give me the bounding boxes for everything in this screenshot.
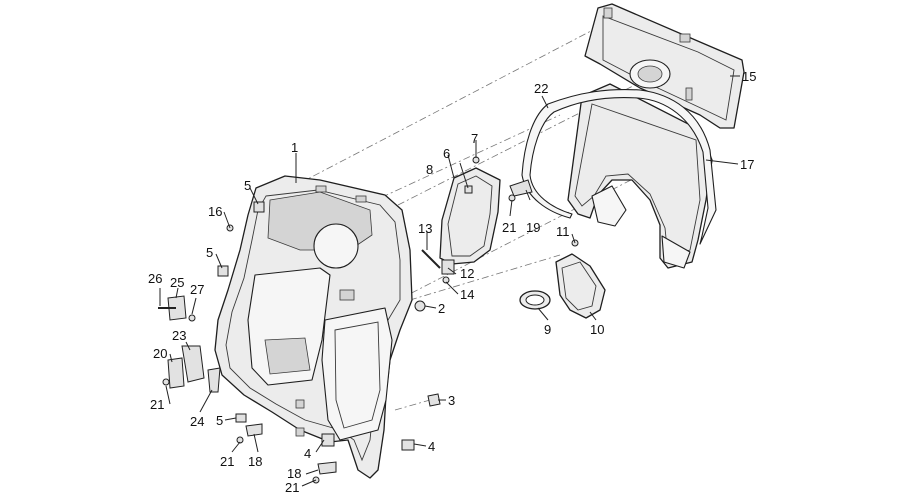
callout-8: 8 xyxy=(426,162,433,177)
part-10-bracket xyxy=(555,253,606,319)
callout-9: 9 xyxy=(544,322,551,337)
callout-23: 23 xyxy=(172,328,186,343)
callout-19: 19 xyxy=(526,220,540,235)
part-17-inner-shell xyxy=(567,83,713,269)
callout-20: 20 xyxy=(153,346,167,361)
callout-27: 27 xyxy=(190,282,204,297)
callout-15: 15 xyxy=(742,69,756,84)
callout-5: 5 xyxy=(206,245,213,260)
callout-18: 18 xyxy=(248,454,262,469)
callout-22: 22 xyxy=(534,81,548,96)
callout-6: 6 xyxy=(443,146,450,161)
callout-26: 26 xyxy=(148,271,162,286)
callout-12: 12 xyxy=(460,266,474,281)
callout-5: 5 xyxy=(244,178,251,193)
callout-1: 1 xyxy=(291,140,298,155)
part-1-front-shield xyxy=(214,175,413,479)
callout-3: 3 xyxy=(448,393,455,408)
part-6-cover-plate xyxy=(439,167,501,265)
callout-4: 4 xyxy=(304,446,311,461)
leader-lines xyxy=(159,75,740,487)
callout-11: 11 xyxy=(556,224,570,239)
callout-10: 10 xyxy=(590,322,604,337)
callout-2: 2 xyxy=(438,301,445,316)
callout-14: 14 xyxy=(460,287,474,302)
callout-labels: 1 2 3 4 4 5 5 5 6 7 8 9 10 11 12 13 14 1… xyxy=(148,69,756,494)
callout-25: 25 xyxy=(170,275,184,290)
callout-16: 16 xyxy=(208,204,222,219)
callout-24: 24 xyxy=(190,414,204,429)
callout-21: 21 xyxy=(285,480,299,494)
callout-4: 4 xyxy=(428,439,435,454)
part-9-grommet xyxy=(519,290,551,310)
part-22-seal-strip xyxy=(521,88,717,245)
callout-13: 13 xyxy=(418,221,432,236)
part-15-rear-panel xyxy=(584,3,745,129)
callout-21: 21 xyxy=(220,454,234,469)
callout-18: 18 xyxy=(287,466,301,481)
callout-21: 21 xyxy=(502,220,516,235)
callout-5: 5 xyxy=(216,413,223,428)
callout-21: 21 xyxy=(150,397,164,412)
hardware-parts xyxy=(158,156,579,484)
callout-7: 7 xyxy=(471,131,478,146)
callout-17: 17 xyxy=(740,157,754,172)
